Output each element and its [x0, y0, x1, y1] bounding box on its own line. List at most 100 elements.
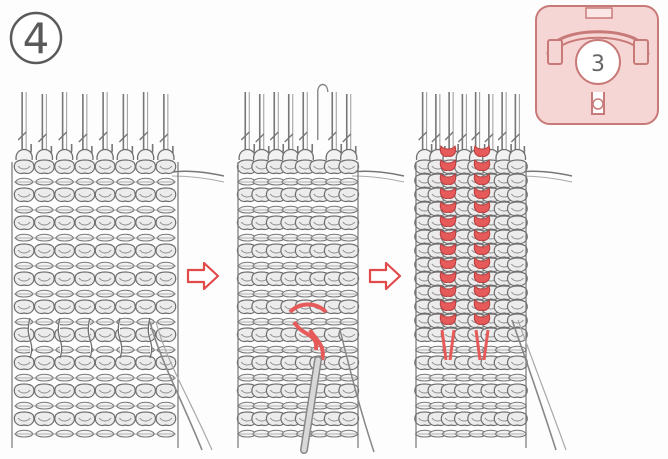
- knit-stitch: [75, 216, 95, 229]
- stitch-loop: [117, 150, 133, 161]
- arrow-right-icon: [188, 263, 218, 289]
- stitch-loop: [254, 150, 270, 161]
- stitch-loop: [56, 150, 72, 161]
- knit-stitch: [508, 230, 528, 243]
- knit-stitch: [136, 160, 156, 173]
- stitch-loop: [239, 150, 255, 161]
- knit-stitch: [116, 412, 136, 425]
- knit-stitch: [116, 272, 136, 285]
- knit-stitch: [75, 356, 95, 369]
- knit-stitch: [156, 300, 176, 313]
- knit-stitch: [116, 300, 136, 313]
- stitch-loop: [509, 150, 525, 161]
- needle: [511, 94, 524, 158]
- stitch-loop: [137, 150, 153, 161]
- knit-stitch: [35, 356, 55, 369]
- knit-stitch: [35, 300, 55, 313]
- needle: [241, 92, 254, 156]
- knit-stitch: [14, 244, 34, 257]
- knit-stitch: [14, 216, 34, 229]
- knit-stitch: [55, 272, 75, 285]
- stitch-loop: [16, 150, 32, 161]
- knit-stitch: [75, 272, 95, 285]
- knit-stitch: [156, 412, 176, 425]
- knit-stitch: [508, 300, 528, 313]
- needle: [59, 92, 72, 156]
- knit-stitch: [55, 244, 75, 257]
- stitch-loop: [341, 150, 357, 161]
- knit-stitch: [14, 272, 34, 285]
- knit-stitch: [35, 412, 55, 425]
- knit-stitch: [14, 300, 34, 313]
- needle-hook: [318, 85, 328, 93]
- stitch-loop: [36, 150, 52, 161]
- knit-stitch: [508, 258, 528, 271]
- needle: [299, 92, 312, 156]
- knit-stitch: [116, 244, 136, 257]
- knit-stitch: [508, 272, 528, 285]
- knit-stitch: [156, 160, 176, 173]
- knit-stitch: [508, 412, 528, 425]
- knit-stitch: [55, 356, 75, 369]
- needle: [99, 92, 112, 156]
- knit-stitch: [116, 160, 136, 173]
- knit-stitch: [35, 244, 55, 257]
- needle: [18, 92, 31, 156]
- knit-stitch: [35, 216, 55, 229]
- needle: [140, 92, 153, 156]
- red-stitch: [440, 146, 455, 157]
- knit-stitch: [136, 244, 156, 257]
- knit-stitch: [136, 272, 156, 285]
- needle: [472, 92, 485, 156]
- knit-stitch: [95, 412, 115, 425]
- knit-stitch: [95, 384, 115, 397]
- step-number-badge: 4: [11, 13, 61, 63]
- knit-stitch: [156, 216, 176, 229]
- stitch-loop: [297, 150, 313, 161]
- knit-stitch: [136, 300, 156, 313]
- stitch-loop: [283, 150, 299, 161]
- knit-stitch: [508, 286, 528, 299]
- needle: [343, 94, 356, 158]
- knit-stitch: [508, 314, 528, 327]
- yarn-strand: [172, 171, 224, 176]
- knit-stitch: [35, 188, 55, 201]
- needle: [458, 94, 471, 158]
- knit-stitch: [508, 356, 528, 369]
- knit-stitch: [75, 160, 95, 173]
- stitch-loop: [326, 150, 342, 161]
- panel-after: [415, 92, 572, 450]
- knit-stitch: [55, 412, 75, 425]
- tension-dial-icon: 3: [536, 6, 658, 124]
- knit-stitch: [55, 300, 75, 313]
- stitch-loop: [268, 150, 284, 161]
- knit-stitch: [95, 216, 115, 229]
- knit-stitch: [75, 300, 95, 313]
- needle: [256, 94, 269, 158]
- knit-stitch: [116, 384, 136, 397]
- stitch-loop: [158, 150, 174, 161]
- knit-stitch: [339, 160, 359, 173]
- knit-stitch: [75, 412, 95, 425]
- knit-stitch: [156, 188, 176, 201]
- knit-stitch: [55, 160, 75, 173]
- knit-stitch: [339, 244, 359, 257]
- knit-stitch: [508, 244, 528, 257]
- knit-stitch: [136, 188, 156, 201]
- knit-stitch: [136, 356, 156, 369]
- knit-stitch: [508, 160, 528, 173]
- yarn-strand: [352, 171, 404, 176]
- knit-stitch: [75, 188, 95, 201]
- knit-stitch: [95, 160, 115, 173]
- knit-stitch: [75, 384, 95, 397]
- needle: [419, 92, 432, 156]
- knit-stitch: [14, 412, 34, 425]
- needle: [285, 94, 298, 158]
- knit-stitch: [55, 188, 75, 201]
- needle: [79, 94, 92, 158]
- yarn-strand: [352, 176, 404, 182]
- knit-stitch: [14, 356, 34, 369]
- knit-stitch: [508, 384, 528, 397]
- knit-stitch: [14, 384, 34, 397]
